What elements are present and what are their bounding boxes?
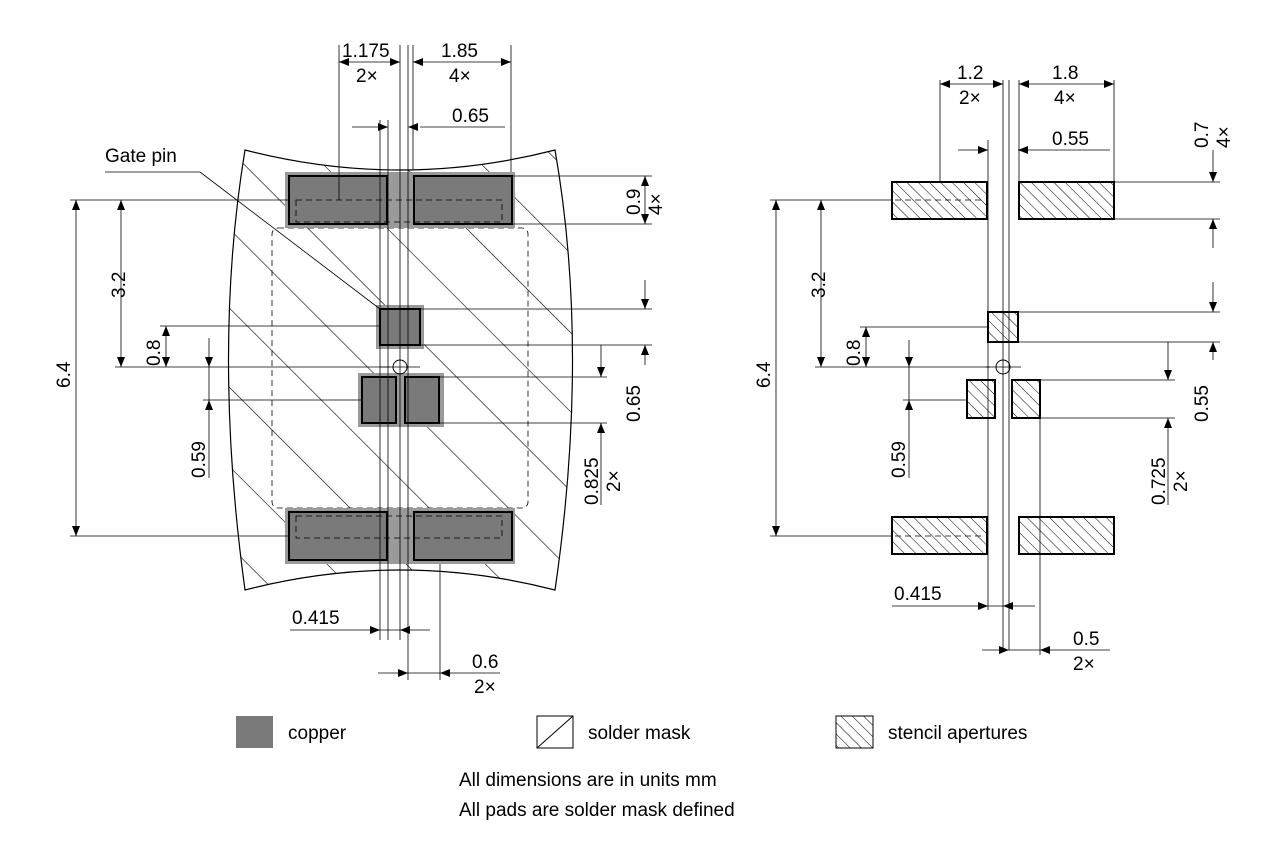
- dim-top-pitch-mult: 2×: [356, 66, 378, 87]
- dim-stencil-lower-offset: 0.59: [889, 441, 910, 478]
- dim-stencil-gate-height: 0.55: [1192, 385, 1213, 422]
- dim-stencil-bottom-width: 0.5: [1073, 629, 1099, 650]
- dim-stencil-pad-height-mult: 4×: [1214, 126, 1235, 148]
- dim-pad-height: 0.9: [624, 189, 645, 215]
- stencil-bottom-right: [1018, 516, 1115, 555]
- dim-gap: 0.65: [452, 106, 489, 127]
- note-solder-mask: All pads are solder mask defined: [459, 800, 735, 821]
- legend: copper solder mask stencil apertures: [236, 715, 1027, 749]
- note-units: All dimensions are in units mm: [459, 770, 717, 791]
- dim-stencil-lower-height-mult: 2×: [1171, 470, 1192, 492]
- notes: All dimensions are in units mm All pads …: [459, 770, 735, 821]
- dim-top-pitch: 1.175: [342, 41, 390, 62]
- legend-copper-label: copper: [288, 723, 347, 744]
- dim-stencil-lower-height: 0.725: [1149, 457, 1170, 505]
- stencil-bottom-left: [891, 516, 988, 555]
- legend-stencil-swatch: [835, 715, 874, 749]
- legend-solder-mask-swatch: [536, 715, 574, 749]
- dim-top-pad-width: 1.85: [441, 41, 478, 62]
- copper-pad-bottom-left: [288, 511, 388, 561]
- dim-lower-height: 0.825: [582, 457, 603, 505]
- dim-stencil-full-span: 6.4: [754, 361, 775, 388]
- stencil-top-right: [1018, 181, 1115, 220]
- dim-bottom-offset: 0.415: [292, 608, 340, 629]
- dim-half-span: 3.2: [109, 272, 130, 298]
- stencil-source-left: [966, 379, 996, 419]
- dim-stencil-gate-offset: 0.8: [844, 340, 865, 366]
- copper-pad-source-left: [361, 376, 397, 424]
- dim-stencil-top-pitch: 1.2: [957, 63, 983, 84]
- dim-stencil-bottom-width-mult: 2×: [1073, 654, 1095, 675]
- dim-stencil-top-pad-width: 1.8: [1052, 63, 1078, 84]
- dim-gate-offset: 0.8: [144, 340, 165, 366]
- dim-bottom-width-mult: 2×: [474, 677, 496, 698]
- stencil-source-right: [1011, 379, 1041, 419]
- dim-pad-height-mult: 4×: [646, 193, 667, 215]
- dim-lower-offset: 0.59: [189, 441, 210, 478]
- dim-stencil-top-pitch-mult: 2×: [959, 88, 981, 109]
- dim-stencil-pad-height: 0.7: [1192, 122, 1213, 148]
- left-footprint-view: 1.175 2× 1.85 4× 0.65 Gate pin 0.9 4× 6: [54, 41, 667, 698]
- dim-full-span: 6.4: [54, 361, 75, 388]
- dim-stencil-top-pad-width-mult: 4×: [1054, 88, 1076, 109]
- dim-stencil-half-span: 3.2: [809, 272, 830, 298]
- dim-gate-height: 0.65: [624, 385, 645, 422]
- dim-stencil-bottom-offset: 0.415: [894, 584, 942, 605]
- legend-copper-swatch: [236, 716, 273, 748]
- right-stencil-view: 1.2 2× 1.8 4× 0.55 0.7 4× 6.4 3.2: [754, 63, 1235, 675]
- dim-bottom-width: 0.6: [472, 652, 498, 673]
- dim-top-pad-width-mult: 4×: [449, 66, 471, 87]
- legend-solder-mask-label: solder mask: [588, 723, 691, 744]
- dim-lower-height-mult: 2×: [604, 470, 625, 492]
- copper-pad-top-right: [413, 175, 513, 225]
- callout-gate-pin: Gate pin: [105, 146, 177, 167]
- dim-stencil-gap: 0.55: [1052, 129, 1089, 150]
- legend-stencil-label: stencil apertures: [888, 723, 1027, 744]
- copper-pad-source-right: [404, 376, 440, 424]
- copper-pad-bottom-right: [413, 511, 513, 561]
- stencil-top-left: [891, 181, 988, 220]
